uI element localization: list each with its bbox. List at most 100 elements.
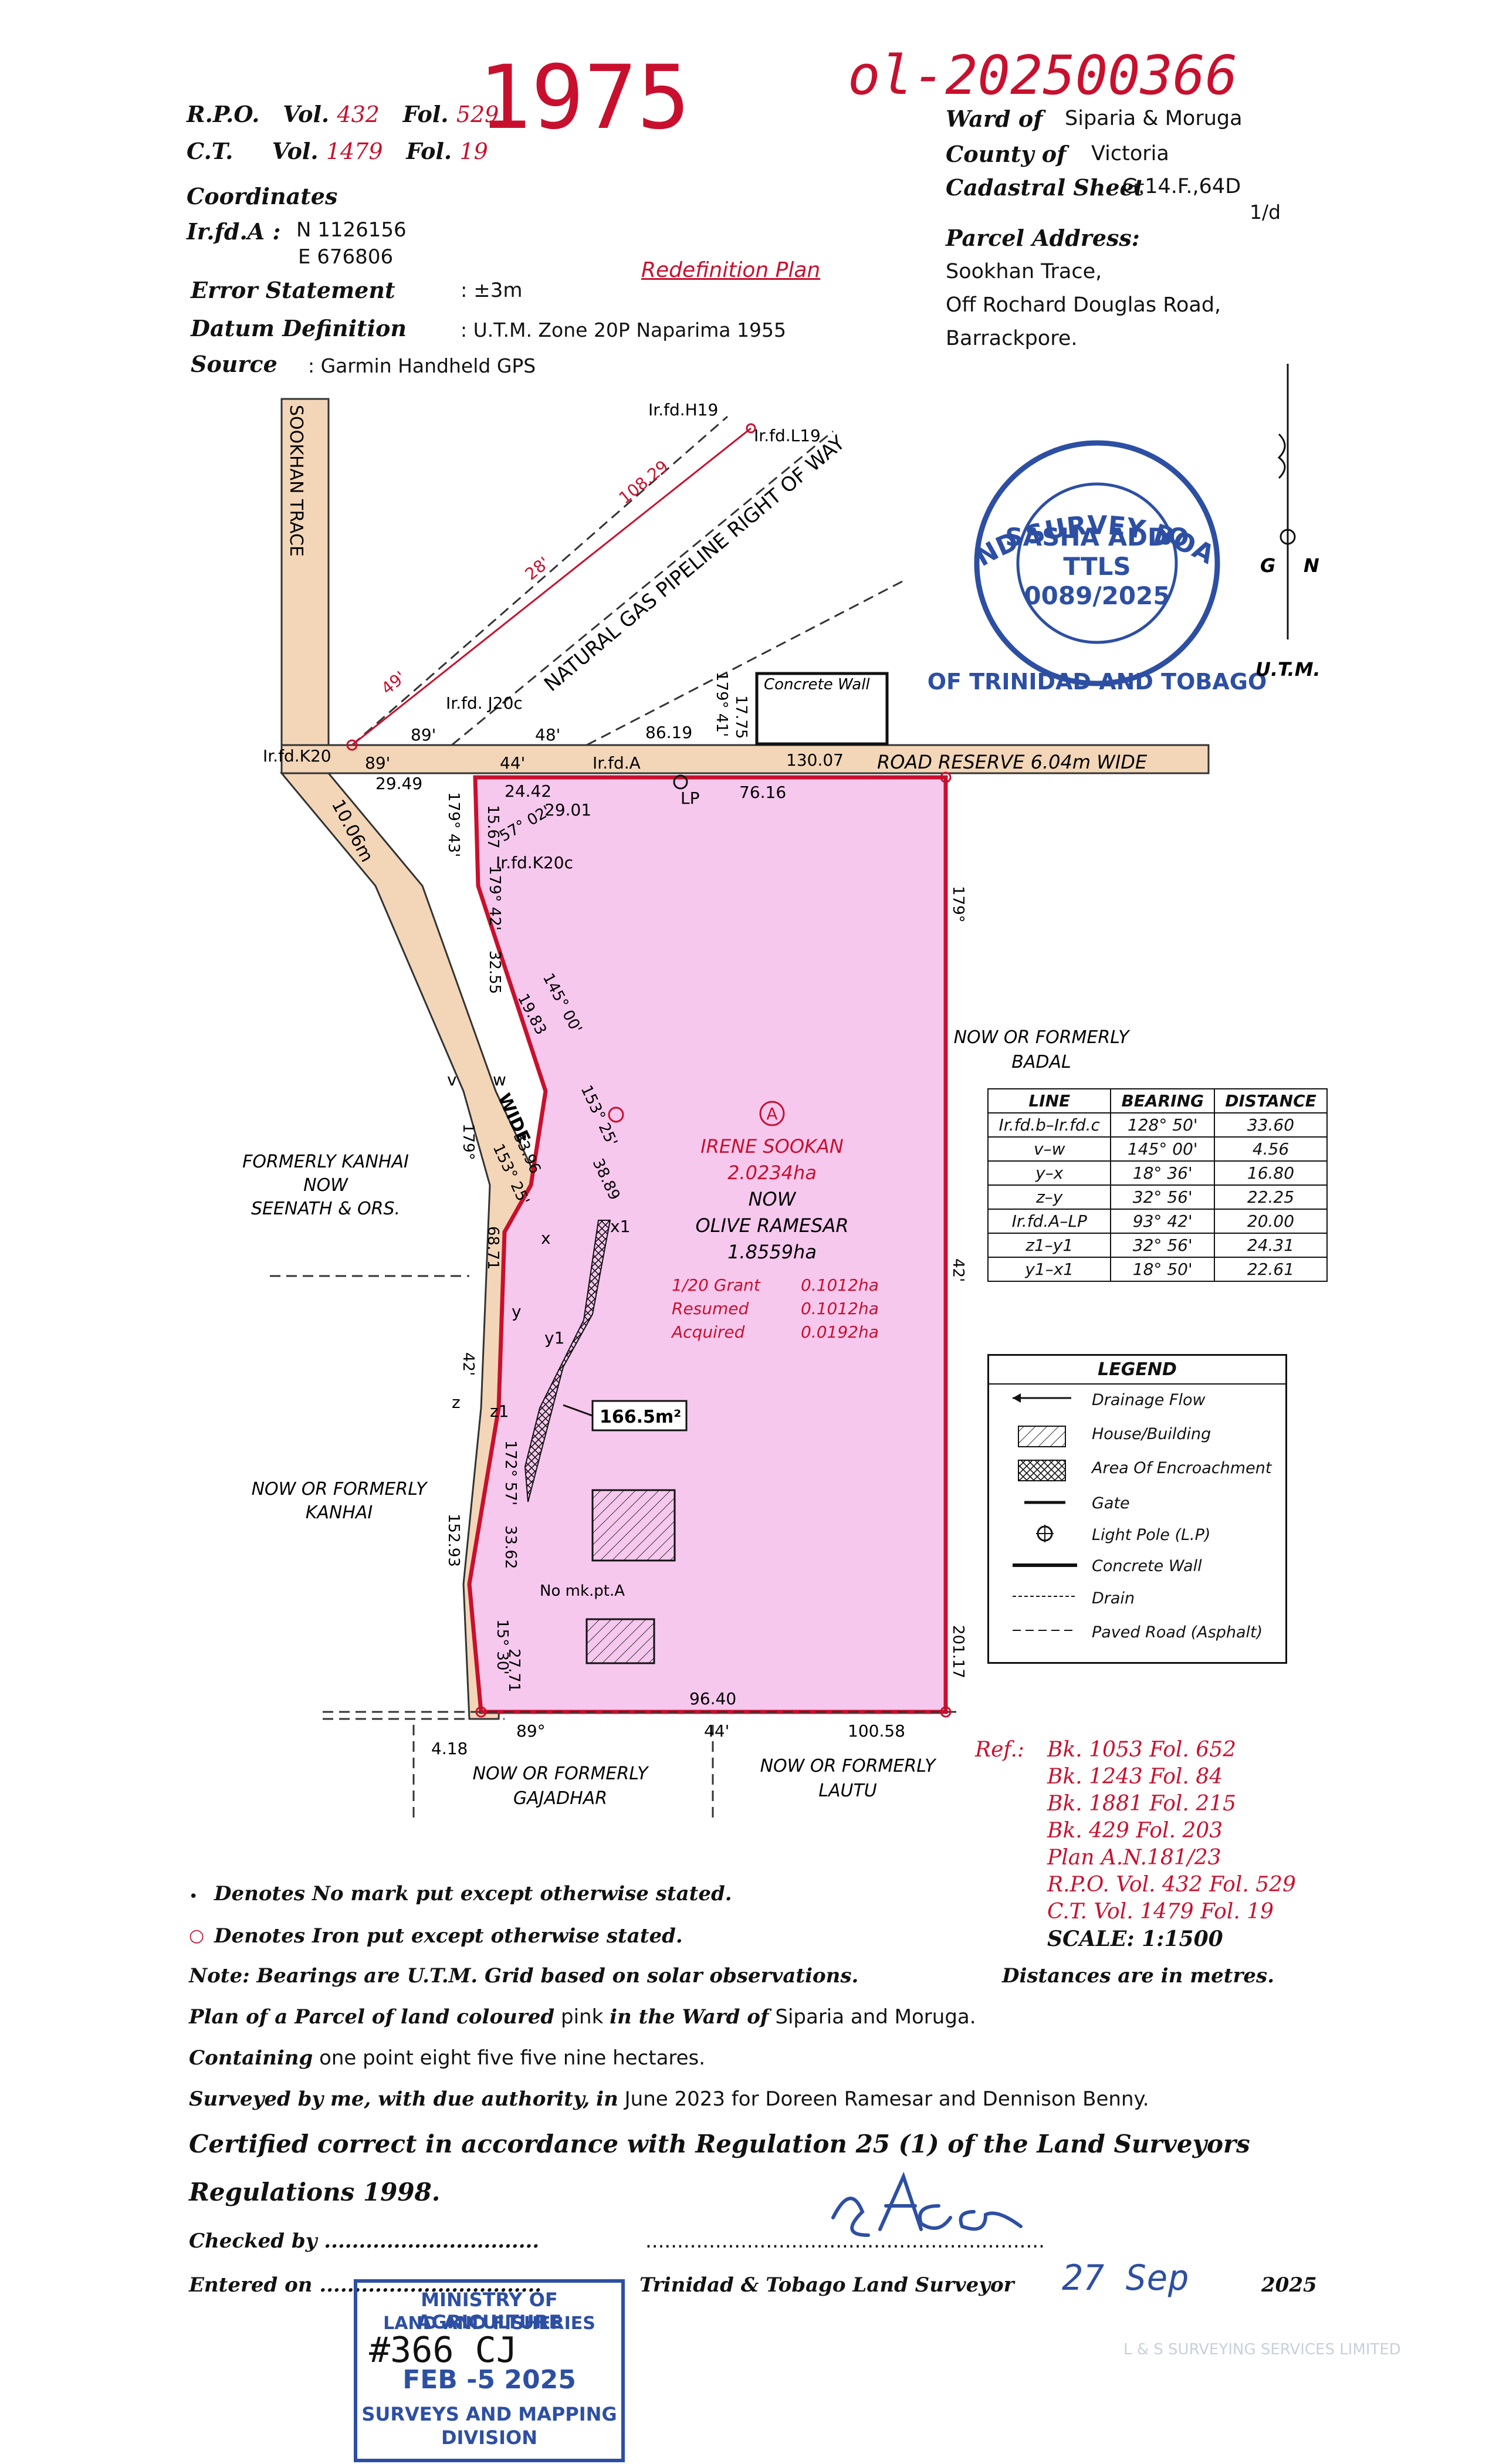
- ref-line: Bk. 429 Fol. 203: [1047, 1819, 1223, 1843]
- dim-6871: 68.71: [484, 1226, 502, 1270]
- no-mark-label: No mk.pt.A: [540, 1582, 625, 1600]
- big-number: 1975: [478, 47, 691, 149]
- iron-circle-icon: ○: [189, 1925, 205, 1946]
- dim-418: 4.18: [431, 1739, 468, 1758]
- datum-label: Datum Definition: [191, 315, 407, 341]
- dim-1567: 15.67: [484, 805, 502, 848]
- acquired-val: 0.0192ha: [801, 1322, 879, 1342]
- error-value: : ±3m: [461, 279, 523, 302]
- certified-1: Certified correct in accordance with Reg…: [189, 2130, 1250, 2158]
- dim-44c: 44': [704, 1721, 729, 1741]
- ref-line: Plan A.N.181/23: [1047, 1846, 1221, 1870]
- redefinition-plan: Redefinition Plan: [641, 258, 821, 282]
- ct-fol: 19: [459, 138, 488, 164]
- dim-179r: 179°: [949, 886, 967, 923]
- ward-label: Ward of: [946, 106, 1043, 132]
- scale-label: SCALE: 1:1500: [1047, 1927, 1223, 1951]
- cadastral-value: G.14.F.,64D: [1122, 175, 1241, 198]
- ir-h19: Ir.fd.H19: [648, 400, 718, 419]
- source-value: : Garmin Handheld GPS: [308, 354, 536, 377]
- ir-a: Ir.fd.A: [593, 753, 641, 773]
- land-survey-board-stamp: LAND SURVEY BOARD OF TRINIDAD AND TOBAGO…: [0, 0, 1267, 695]
- stamp-title: TTLS: [1063, 552, 1131, 581]
- date-hand: 27 Sep: [1062, 2257, 1189, 2299]
- encroach-area-label: 166.5m²: [600, 1407, 681, 1427]
- ir-k20: Ir.fd.K20: [263, 746, 331, 766]
- road-reserve-label: ROAD RESERVE 6.04m WIDE: [877, 751, 1148, 773]
- dim-28: 28': [522, 553, 553, 584]
- north-n: N: [1304, 554, 1319, 577]
- pt-z1: z1: [490, 1402, 509, 1421]
- source-label: Source: [191, 351, 277, 377]
- legend-title: LEGEND: [989, 1356, 1285, 1385]
- dim-7616: 76.16: [739, 783, 786, 802]
- stamp-number: 0089/2025: [1024, 581, 1170, 610]
- dim-9640: 96.40: [689, 1689, 736, 1708]
- dim-2442: 24.42: [505, 781, 551, 801]
- dim-42l: 42': [459, 1352, 477, 1376]
- dim-8619: 86.19: [645, 723, 692, 742]
- kanhai-f2: NOW: [303, 1175, 348, 1196]
- parcel-line1: Sookhan Trace,: [946, 260, 1102, 283]
- legend-item: Drain: [1092, 1589, 1135, 1607]
- error-label: Error Statement: [191, 277, 395, 303]
- pt-v: v: [447, 1070, 457, 1089]
- house-2: [585, 1618, 655, 1664]
- distances-note: Distances are in metres.: [1002, 1964, 1275, 1988]
- bearing-header-line: LINE: [987, 1088, 1112, 1113]
- file-ref: ol-202500366: [848, 44, 1238, 107]
- dim-44a: 44': [500, 753, 525, 773]
- easting: E 676806: [298, 245, 394, 269]
- bearings-note: Note: Bearings are U.T.M. Grid based on …: [189, 1964, 859, 1988]
- bearing-header-distance: DISTANCE: [1213, 1088, 1328, 1113]
- northing: N 1126156: [296, 218, 407, 242]
- footer-watermark: L & S SURVEYING SERVICES LIMITED: [1123, 2341, 1401, 2358]
- lautu-2: LAUTU: [818, 1781, 877, 1801]
- encroachment-icon: [1018, 1460, 1066, 1481]
- legend-item: Light Pole (L.P): [1092, 1526, 1211, 1544]
- surveyor-signature: [831, 2171, 1023, 2237]
- dim-15230: 15° 30': [493, 1619, 511, 1675]
- dim-13007: 130.07: [786, 750, 844, 770]
- ref-label: Ref.:: [975, 1738, 1025, 1762]
- dim-42r: 42': [949, 1258, 967, 1282]
- ref-line: Bk. 1053 Fol. 652: [1047, 1738, 1237, 1762]
- irfd-label: Ir.fd.A :: [187, 218, 281, 245]
- dim-10829: 108.29: [615, 456, 672, 507]
- stamp-ring-bottom: OF TRINIDAD AND TOBAGO: [928, 669, 1267, 695]
- kanhai-2: KANHAI: [306, 1502, 373, 1523]
- lautu-1: NOW OR FORMERLY: [760, 1756, 937, 1776]
- legend-item: Paved Road (Asphalt): [1092, 1623, 1263, 1641]
- acquired-label: Acquired: [671, 1322, 745, 1342]
- pt-z: z: [452, 1393, 461, 1412]
- now-label: NOW: [749, 1188, 797, 1210]
- grant-label: 1/20 Grant: [672, 1275, 761, 1295]
- dim-20117: 201.17: [949, 1625, 967, 1678]
- badal-1: NOW OR FORMERLY: [954, 1027, 1131, 1048]
- ir-j20c: Ir.fd. J20c: [446, 693, 523, 713]
- rpo-vol: 432: [337, 101, 380, 127]
- dim-179a: 179°: [459, 1123, 477, 1160]
- pt-x1: x1: [610, 1217, 630, 1236]
- entered-on: Entered on .............................…: [189, 2273, 542, 2297]
- ir-k20c: Ir.fd.K20c: [496, 853, 573, 872]
- trace-diagonal: [279, 772, 541, 1720]
- denotes-iron: Denotes Iron put except otherwise stated…: [214, 1924, 683, 1948]
- house-icon: [1018, 1426, 1066, 1447]
- north-utm: U.T.M.: [1255, 658, 1321, 681]
- survey-map: LAND SURVEY BOARD OF TRINIDAD AND TOBAGO…: [0, 0, 1321, 1819]
- pt-y1: y1: [544, 1328, 564, 1348]
- gajadhar-2: GAJADHAR: [513, 1788, 607, 1809]
- containing-line: Containing one point eight five five nin…: [189, 2046, 706, 2070]
- no-mark-dot-icon: •: [189, 1888, 198, 1905]
- surveyor-label: Trinidad & Tobago Land Surveyor: [639, 2273, 1014, 2297]
- grant-val: 0.1012ha: [801, 1275, 879, 1295]
- kanhai-f3: SEENATH & ORS.: [251, 1199, 400, 1219]
- dim-179-41: 179° 41': [713, 672, 730, 737]
- dim-3255: 32.55: [486, 950, 503, 994]
- area-olive: 1.8559ha: [727, 1241, 817, 1263]
